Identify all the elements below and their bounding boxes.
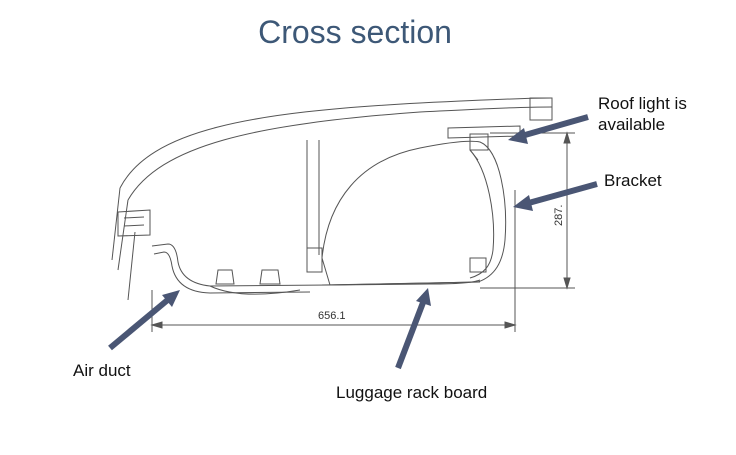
roof-light-label: Roof light is available <box>598 94 687 134</box>
air-duct-profile <box>151 243 481 287</box>
wall-bracket-block <box>117 209 151 237</box>
fitting-left <box>215 269 235 285</box>
bracket-label: Bracket <box>604 171 662 190</box>
height-dimension <box>563 131 571 290</box>
lower-bolt <box>469 257 487 273</box>
post-foot <box>306 247 323 273</box>
luggage-rack-board-label: Luggage rack board <box>336 383 488 402</box>
side-wall-outer <box>111 187 121 261</box>
wall-bracket-inner <box>123 216 145 227</box>
roof-shell-outer <box>119 97 553 189</box>
rack-enclosure <box>321 140 507 286</box>
width-dimension-value: 656.1 <box>318 310 346 322</box>
top-bracket-arm <box>469 149 479 161</box>
top-bracket <box>447 125 521 139</box>
luggage-rack-arrow <box>395 288 431 370</box>
rack-board-line <box>321 281 481 286</box>
bracket-arrow <box>513 181 598 211</box>
fitting-right <box>259 269 281 285</box>
rack-enclosure-inner <box>469 149 495 279</box>
top-bracket-bolt <box>469 133 489 151</box>
air-duct-profile-inner <box>153 251 311 294</box>
side-wall-line <box>127 231 136 301</box>
page-title: Cross section <box>258 14 452 50</box>
air-duct-arrow <box>108 290 180 351</box>
roof-light-arrow <box>508 114 589 144</box>
roof-end-block <box>529 97 553 121</box>
vertical-post <box>306 140 320 255</box>
width-dimension <box>150 321 517 329</box>
roof-shell-inner <box>127 106 553 201</box>
fitting-base <box>209 285 301 295</box>
side-wall-inner <box>117 199 129 271</box>
air-duct-label: Air duct <box>73 361 131 380</box>
callout-arrows <box>108 114 598 370</box>
height-dimension-value: 287. <box>553 205 565 226</box>
